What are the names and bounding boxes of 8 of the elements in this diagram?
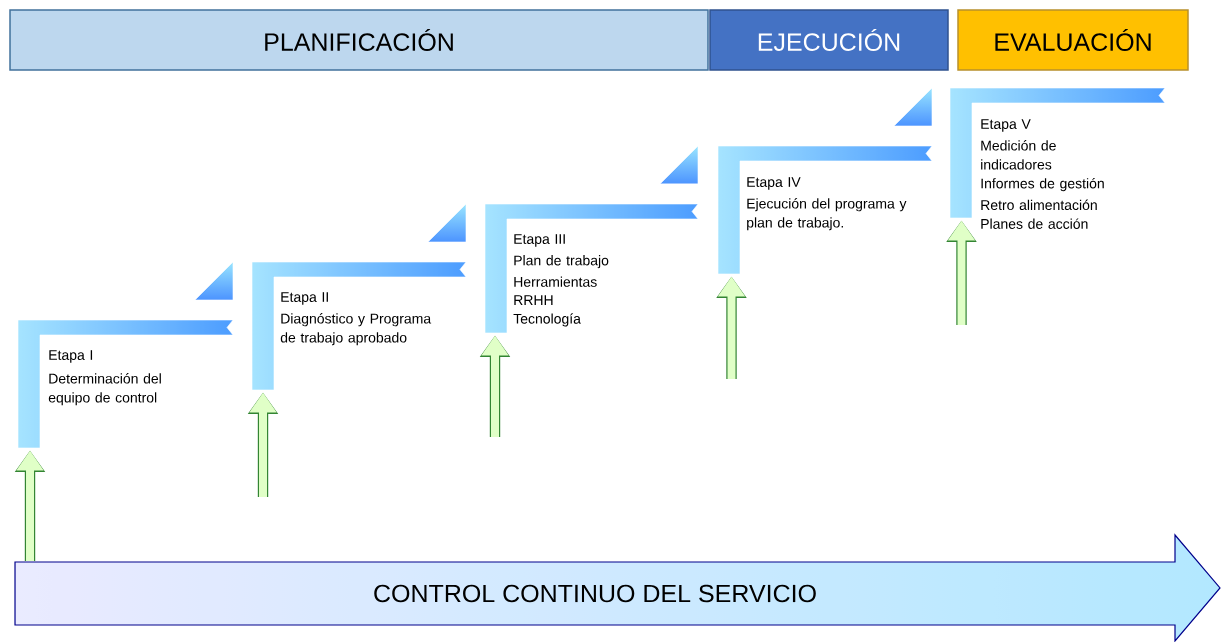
phase-banner: EJECUCIÓN	[709, 9, 949, 71]
stage-text: Medición de indicadores	[981, 140, 1056, 170]
phase-banner: PLANIFICACIÓN	[9, 9, 709, 71]
stage-text: Planes de acción	[981, 218, 1088, 229]
stage-text: Etapa V	[981, 119, 1031, 132]
stage-text: Informes de gestión	[981, 177, 1104, 192]
phase-banner: EVALUACIÓN	[957, 9, 1189, 71]
stage-text: Retro alimentación	[981, 199, 1097, 211]
